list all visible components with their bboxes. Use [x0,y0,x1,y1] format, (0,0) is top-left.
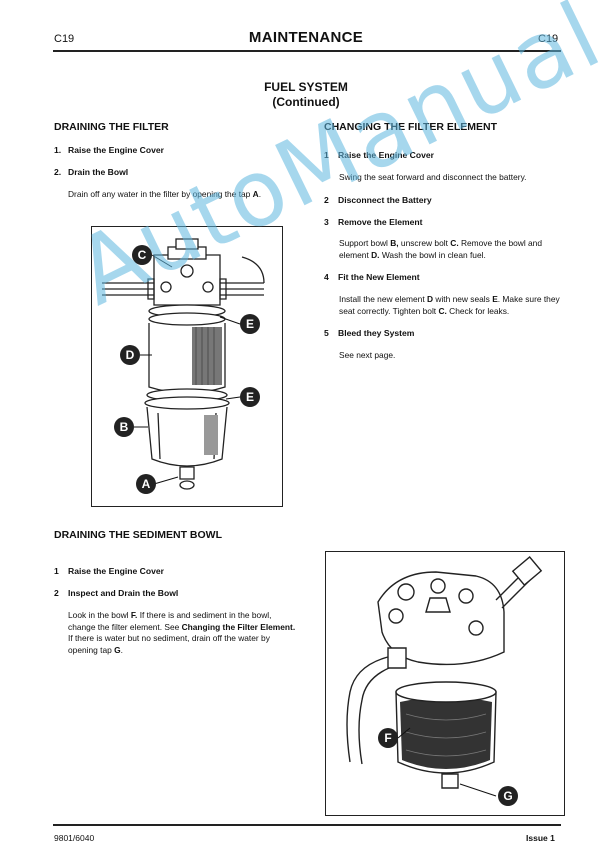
callout-a: A [142,477,151,491]
right-step-1-text: Swing the seat forward and disconnect th… [339,172,527,182]
callout-e-lower: E [246,390,254,404]
page-title: MAINTENANCE [248,29,364,46]
section-title-line2: (Continued) [272,95,340,109]
header-rule [53,50,561,52]
left-step-1: 1.Raise the Engine Cover [54,145,164,155]
section-number-left: C19 [54,33,75,45]
fuel-filter-figure: C E D E B A [91,226,283,507]
callout-d: D [126,348,135,362]
callout-b: B [120,420,129,434]
sediment-bowl-figure: F G [325,551,565,816]
bottom-paragraph: Look in the bowl F. If there is and sedi… [68,610,296,655]
figure1-callouts: C E D E B A [114,245,260,494]
changing-element-heading: CHANGING THE FILTER ELEMENT [324,121,498,133]
issue-label: Issue 1 [526,833,555,843]
left-step-2: 2.Drain the Bowl [54,167,129,177]
right-step-4-text: Install the new element D with new seals… [339,294,560,316]
right-step-3-text: Support bowl B, unscrew bolt C. Remove t… [339,238,542,260]
fuel-filter-illustration: C E D E B A [102,238,265,494]
callout-c: C [138,248,147,262]
right-step-5-text: See next page. [339,350,396,360]
callout-e-upper: E [246,317,254,331]
document-number: 9801/6040 [54,833,95,843]
figure2-callouts: F G [378,727,518,806]
callout-g: G [503,789,512,803]
section-title-line1: FUEL SYSTEM [264,80,348,94]
left-paragraph: Drain off any water in the filter by ope… [68,189,262,199]
footer-rule [53,824,561,826]
draining-filter-heading: DRAINING THE FILTER [54,121,169,133]
sediment-bowl-illustration: F G [346,556,543,806]
callout-f: F [384,731,391,745]
sediment-bowl-heading: DRAINING THE SEDIMENT BOWL [54,529,222,541]
section-number-right: C19 [538,33,559,45]
